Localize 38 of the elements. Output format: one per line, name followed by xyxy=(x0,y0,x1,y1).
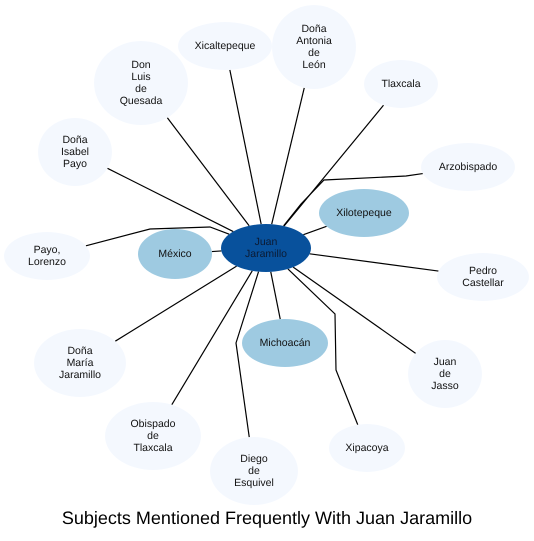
node-label: Juan Jaramillo xyxy=(244,236,287,260)
connector-line xyxy=(212,250,222,252)
connector-line xyxy=(107,168,234,232)
ellipse-node xyxy=(178,22,272,70)
node-label: Michoacán xyxy=(260,337,310,349)
node-label: Payo, Lorenzo xyxy=(28,244,66,268)
connector-line xyxy=(283,172,423,226)
node-label: México xyxy=(158,248,192,260)
node-label: Don Luis de Quesada xyxy=(120,59,162,107)
connector-line xyxy=(270,272,281,320)
connector-line xyxy=(271,88,305,224)
connector-line xyxy=(86,226,230,246)
node-label: Obispado de Tlaxcala xyxy=(130,418,176,454)
connector-line xyxy=(229,70,262,224)
node-label: Doña María Jaramillo xyxy=(58,345,101,381)
node-label: Juan de Jasso xyxy=(431,356,459,392)
connector-line xyxy=(288,268,358,425)
node-label: Arzobispado xyxy=(438,161,498,173)
node-label: Xipacoya xyxy=(345,442,389,454)
node-label: Tlaxcala xyxy=(381,78,421,90)
connector-line xyxy=(166,117,250,226)
ellipse-node xyxy=(319,189,409,237)
connector-line xyxy=(292,266,416,354)
ellipse-node xyxy=(221,224,311,272)
connector-line xyxy=(235,271,260,438)
connector-line xyxy=(114,266,237,342)
node-label: Pedro Castellar xyxy=(462,265,504,289)
connector-line xyxy=(171,270,253,406)
connector-line xyxy=(284,104,384,226)
ellipse-node xyxy=(242,319,328,367)
node-label: Doña Antonia de León xyxy=(296,23,332,71)
connector-line xyxy=(310,253,439,272)
node-label: Doña Isabel Payo xyxy=(60,134,89,170)
connector-line xyxy=(303,226,327,236)
node-label: Xilotepeque xyxy=(336,207,392,219)
chart-title: Subjects Mentioned Frequently With Juan Jaramillo xyxy=(62,508,472,528)
node-label: Xicaltepeque xyxy=(194,40,256,52)
node-label: Diego de Esquivel xyxy=(234,453,274,489)
